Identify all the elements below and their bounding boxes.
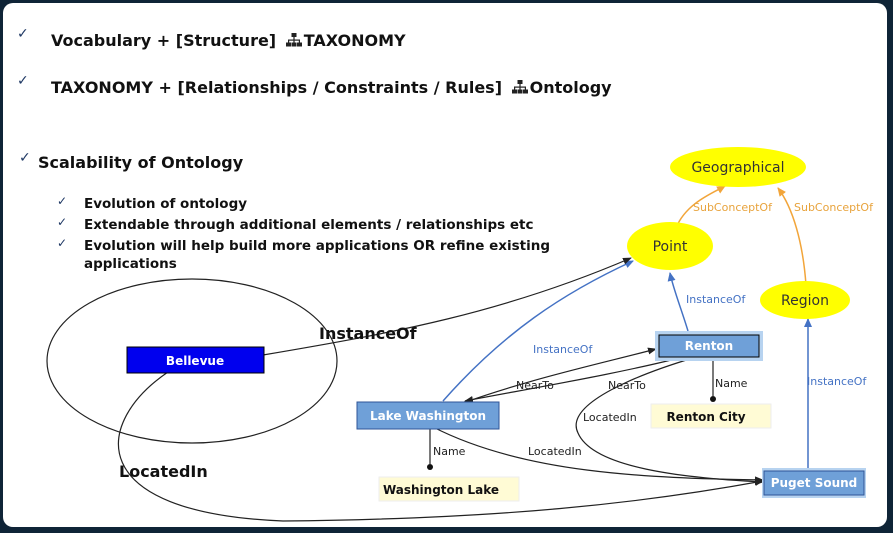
check-icon: ✓ — [17, 73, 29, 89]
check-icon: ✓ — [57, 215, 68, 229]
edge-renton-nearto — [464, 354, 692, 403]
bullet-taxonomy: TAXONOMY + [Relationships / Constraints … — [51, 78, 612, 97]
concept-point: Point — [627, 222, 713, 270]
edge-bellevue-instanceof — [262, 257, 632, 356]
edge-point-subconcept — [675, 185, 726, 229]
edge-region-subconcept — [777, 187, 807, 286]
edge-lake-instanceof — [442, 260, 634, 402]
renton-name-dot — [710, 396, 716, 402]
label-instanceof-puget: InstanceOf — [807, 375, 867, 388]
instance-lake-washington-label: Lake Washington — [370, 409, 486, 423]
label-locatedin-bellevue: LocatedIn — [119, 462, 208, 481]
slide: ✓ Vocabulary + [Structure] TAXONOMY ✓ TA… — [3, 3, 887, 527]
bullet-ontology-text: Ontology — [529, 78, 612, 97]
hierarchy-icon — [285, 33, 302, 47]
label-name-renton: Name — [715, 377, 748, 390]
bullet-vocabulary-text: Vocabulary + [Structure] — [51, 31, 277, 50]
label-instanceof-lake: InstanceOf — [533, 343, 593, 356]
instance-bellevue-label: Bellevue — [166, 354, 224, 368]
concept-point-label: Point — [653, 239, 688, 255]
sub-bullet-applications-cont: applications — [84, 256, 177, 272]
sub-bullet-evolution: Evolution of ontology — [84, 196, 248, 212]
label-nearto-left: NearTo — [516, 379, 554, 392]
label-subconcept-right: SubConceptOf — [794, 201, 874, 214]
edge-lake-nearto — [462, 347, 657, 404]
label-locatedin-lake: LocatedIn — [528, 445, 582, 458]
edge-renton-instanceof — [667, 272, 689, 332]
edge-renton-locatedin — [575, 357, 764, 486]
edge-bellevue-locatedin — [117, 371, 764, 522]
value-washington-lake: Washington Lake — [378, 476, 520, 502]
bellevue-scope-ellipse — [46, 278, 338, 444]
label-nearto-right: NearTo — [608, 379, 646, 392]
concept-region-label: Region — [781, 293, 829, 309]
value-renton-city-label: Renton City — [666, 410, 745, 424]
instance-lake-washington: Lake Washington — [356, 401, 500, 430]
bullet-vocabulary: Vocabulary + [Structure] TAXONOMY — [51, 31, 406, 50]
instance-renton: Renton — [655, 331, 763, 361]
lake-name-dot — [427, 464, 433, 470]
concept-geographical: Geographical — [670, 147, 806, 187]
concept-region: Region — [760, 281, 850, 319]
check-icon: ✓ — [17, 26, 29, 42]
check-icon: ✓ — [57, 194, 68, 208]
concept-geographical-label: Geographical — [691, 160, 784, 176]
sub-bullet-extendable: Extendable through additional elements /… — [84, 217, 534, 233]
value-washington-lake-label: Washington Lake — [383, 483, 499, 497]
label-instanceof-renton: InstanceOf — [686, 293, 746, 306]
check-icon: ✓ — [57, 236, 68, 250]
label-subconcept-left: SubConceptOf — [693, 201, 773, 214]
label-locatedin-renton: LocatedIn — [583, 411, 637, 424]
bullet-taxonomy-rules-text: TAXONOMY + [Relationships / Constraints … — [51, 78, 503, 97]
label-name-lake: Name — [433, 445, 466, 458]
check-icon: ✓ — [19, 150, 31, 166]
instance-puget-sound: Puget Sound — [762, 468, 866, 498]
hierarchy-icon — [511, 80, 528, 94]
bullet-scalability: Scalability of Ontology — [38, 153, 244, 172]
edge-lake-locatedin — [432, 426, 764, 484]
instance-puget-sound-label: Puget Sound — [771, 476, 858, 490]
sub-bullet-applications: Evolution will help build more applicati… — [84, 238, 551, 254]
bullet-taxonomy-text: TAXONOMY — [303, 31, 406, 50]
label-instanceof-bellevue: InstanceOf — [319, 324, 418, 343]
ontology-diagram: Geographical Point Region Bellevue Rento… — [46, 147, 874, 522]
instance-renton-label: Renton — [685, 339, 733, 353]
instance-bellevue: Bellevue — [126, 346, 265, 374]
value-renton-city: Renton City — [650, 403, 772, 429]
